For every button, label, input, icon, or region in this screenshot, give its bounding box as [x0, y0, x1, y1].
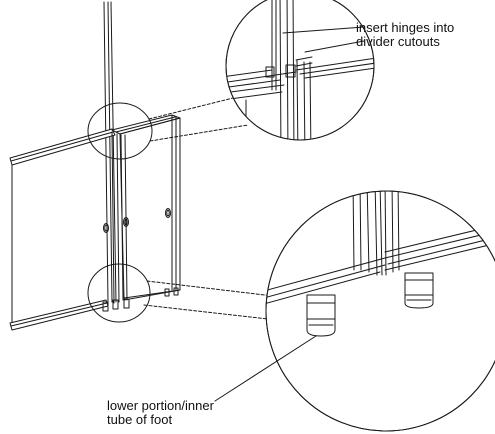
hinge-callout: insert hinges into divider cutouts: [356, 21, 454, 49]
hinge-callout-line-1: insert hinges into: [356, 20, 455, 35]
hinge-detail-view: [225, 0, 375, 141]
foot-callout: lower portion/inner tube of foot: [107, 399, 214, 427]
detail-markers: [87, 102, 153, 323]
foot-callout-line-1: lower portion/inner: [107, 398, 214, 413]
mounting-holes: [103, 208, 171, 233]
main-feet: [102, 287, 179, 312]
foot-callout-line-2: tube of foot: [107, 412, 173, 427]
left-panel: [9, 128, 116, 331]
hinge-detail-marker: [87, 102, 153, 160]
hinge-callout-line-2: divider cutouts: [356, 34, 440, 49]
foot-detail-marker: [87, 263, 151, 323]
leader-lines: [143, 96, 291, 320]
right-panel: [111, 114, 181, 301]
main-assembly: [9, 1, 181, 331]
vertical-post: [103, 1, 117, 303]
foot-detail-view: [214, 190, 495, 432]
